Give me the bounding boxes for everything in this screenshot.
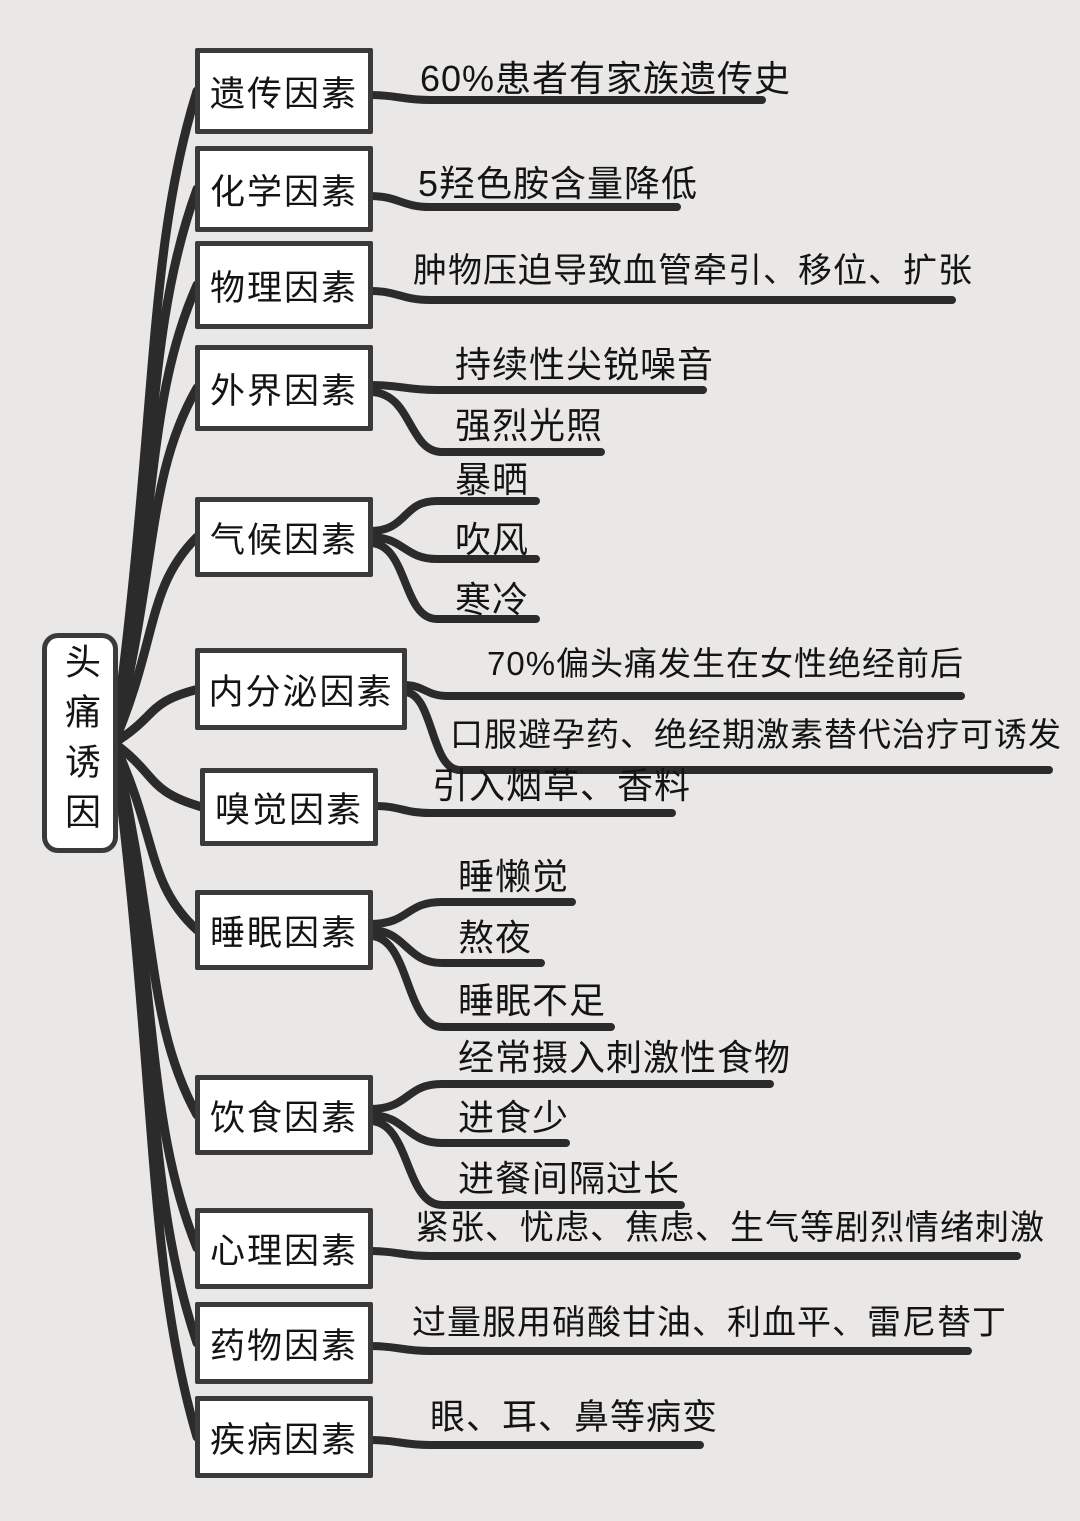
branch-node-endocrine: 内分泌因素 [195, 648, 407, 730]
leaf-connector-climate-3 [366, 539, 540, 623]
leaf-connector-chemical-1 [366, 192, 681, 211]
branch-node-physical: 物理因素 [195, 241, 373, 329]
leaf-connector-physical-1 [366, 287, 956, 304]
trunk-connector-external [109, 383, 202, 748]
trunk-connector-olfactory [109, 738, 207, 812]
leaf-connector-diet-3 [366, 1117, 685, 1209]
leaf-connector-genetic-1 [366, 91, 766, 104]
leaf-label-chemical-1: 5羟色胺含量降低 [418, 163, 699, 204]
leaf-connector-sleep-3 [366, 932, 615, 1031]
leaf-label-sleep-2: 熬夜 [458, 917, 533, 958]
leaf-connector-disease-1 [366, 1436, 704, 1449]
leaf-label-external-1: 持续性尖锐噪音 [455, 344, 715, 385]
trunk-connector-disease [109, 738, 202, 1442]
leaf-connector-drug-1 [366, 1342, 972, 1355]
leaf-label-sleep-3: 睡眠不足 [458, 980, 607, 1021]
leaf-label-endocrine-1: 70%偏头痛发生在女性绝经前后 [487, 645, 965, 682]
leaf-label-sleep-1: 睡懒觉 [458, 856, 570, 897]
leaf-label-olfactory-1: 引入烟草、香料 [432, 765, 692, 806]
leaf-label-external-2: 强烈光照 [455, 405, 604, 446]
leaf-label-genetic-1: 60%患者有家族遗传史 [420, 58, 792, 99]
trunk-connector-endocrine [109, 684, 204, 748]
leaf-connector-psychological-1 [366, 1247, 1021, 1260]
branch-node-disease: 疾病因素 [195, 1396, 373, 1478]
leaf-label-diet-2: 进食少 [458, 1097, 570, 1138]
leaf-label-climate-2: 吹风 [455, 519, 530, 560]
branch-node-olfactory: 嗅觉因素 [200, 768, 378, 846]
branch-node-climate: 气候因素 [195, 497, 373, 577]
leaf-connector-climate-2 [366, 533, 540, 563]
leaf-connector-olfactory-1 [371, 802, 676, 817]
leaf-label-climate-3: 寒冷 [455, 579, 530, 620]
trunk-connector-climate [109, 532, 202, 748]
branch-node-genetic: 遗传因素 [195, 48, 373, 134]
branch-node-sleep: 睡眠因素 [195, 890, 373, 970]
leaf-label-physical-1: 肿物压迫导致血管牵引、移位、扩张 [413, 252, 973, 290]
leaf-label-diet-3: 进餐间隔过长 [458, 1158, 681, 1199]
leaf-connector-sleep-2 [366, 926, 545, 967]
branch-node-external: 外界因素 [195, 345, 373, 431]
branch-node-chemical: 化学因素 [195, 146, 373, 232]
leaf-connector-external-1 [366, 381, 707, 394]
leaf-label-climate-1: 暴晒 [455, 459, 530, 500]
leaf-label-drug-1: 过量服用硝酸甘油、利血平、雷尼替丁 [412, 1304, 1007, 1342]
branch-node-diet: 饮食因素 [195, 1075, 373, 1155]
leaf-label-disease-1: 眼、耳、鼻等病变 [430, 1398, 719, 1437]
leaf-connector-climate-1 [366, 497, 540, 535]
branch-node-drug: 药物因素 [195, 1302, 373, 1384]
root-node: 头痛诱因 [42, 633, 118, 853]
leaf-connector-endocrine-1 [400, 681, 965, 700]
leaf-connector-sleep-1 [366, 898, 576, 928]
leaf-connectors [366, 91, 1053, 1449]
leaf-label-psychological-1: 紧张、忧虑、焦虑、生气等剧烈情绪刺激 [415, 1209, 1045, 1247]
leaf-label-endocrine-2: 口服避孕药、绝经期激素替代治疗可诱发 [450, 716, 1062, 753]
leaf-connector-endocrine-2 [400, 688, 1053, 774]
trunk-connectors [109, 86, 207, 1442]
leaf-connector-diet-2 [366, 1111, 570, 1147]
branch-node-psychological: 心理因素 [195, 1208, 373, 1289]
root-node-label: 头痛诱因 [60, 643, 101, 843]
trunk-connector-sleep [109, 738, 202, 935]
leaf-label-diet-1: 经常摄入刺激性食物 [458, 1037, 792, 1078]
leaf-connector-external-2 [366, 388, 605, 456]
leaf-connector-diet-1 [366, 1080, 774, 1113]
